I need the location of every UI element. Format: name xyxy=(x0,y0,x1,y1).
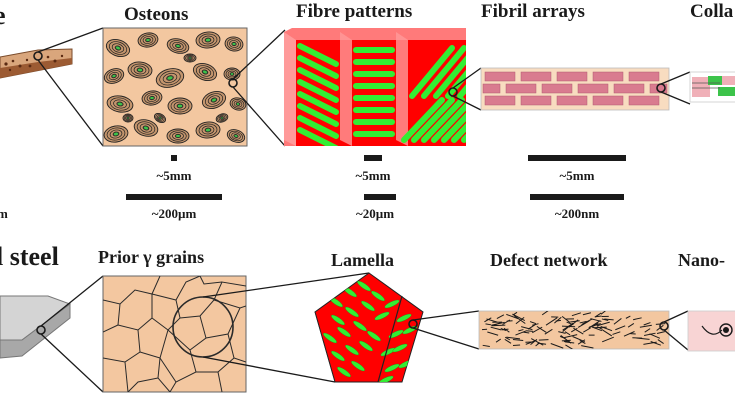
scale-label-left-partial: m xyxy=(0,206,8,221)
steel-block xyxy=(0,295,72,359)
scale-label-osteons-5mm: ~5mm xyxy=(157,168,192,183)
fibril-arrays-label: Fibril arrays xyxy=(481,1,585,22)
scale-label-fibre-20um: ~20µm xyxy=(356,206,394,221)
steel-title-partial: l steel xyxy=(0,242,59,271)
prior-grains-label: Prior γ grains xyxy=(98,247,204,267)
lamella-label: Lamella xyxy=(331,250,394,270)
scale-label-fibril-5mm: ~5mm xyxy=(560,168,595,183)
nano-panel-partial xyxy=(687,310,735,352)
bone-slab xyxy=(0,48,73,79)
scale-bar-osteons-200um xyxy=(126,194,222,200)
defect-network-panel xyxy=(478,310,670,350)
bone-title-partial: e xyxy=(0,1,6,30)
scale-label-fibril-200nm: ~200nm xyxy=(555,206,599,221)
nano-label-partial: Nano- xyxy=(678,250,725,270)
lamella-panel xyxy=(314,272,424,383)
collagen-panel-partial xyxy=(689,71,735,103)
osteons-panel xyxy=(102,27,248,147)
scale-bar-fibril-5mm xyxy=(528,155,626,161)
scale-label-osteons-200um: ~200µm xyxy=(152,206,197,221)
fibre-patterns-label: Fibre patterns xyxy=(296,1,412,22)
scale-bar-fibre-20um xyxy=(364,194,396,200)
scale-label-fibre-5mm: ~5mm xyxy=(356,168,391,183)
fibre-patterns-panel xyxy=(284,28,466,146)
prior-grains-panel xyxy=(102,275,247,393)
scale-bar-fibre-5mm xyxy=(364,155,382,161)
scale-bars-top: ~5mm ~200µm ~5mm ~20µm ~5mm ~200nm m xyxy=(0,155,626,221)
collagen-label-partial: Colla xyxy=(690,1,734,22)
osteons-label: Osteons xyxy=(124,4,188,25)
defect-network-label: Defect network xyxy=(490,250,607,270)
scale-bar-osteons-5mm xyxy=(171,155,177,161)
fibril-arrays-panel xyxy=(480,67,670,111)
scale-bar-fibril-200nm xyxy=(530,194,624,200)
